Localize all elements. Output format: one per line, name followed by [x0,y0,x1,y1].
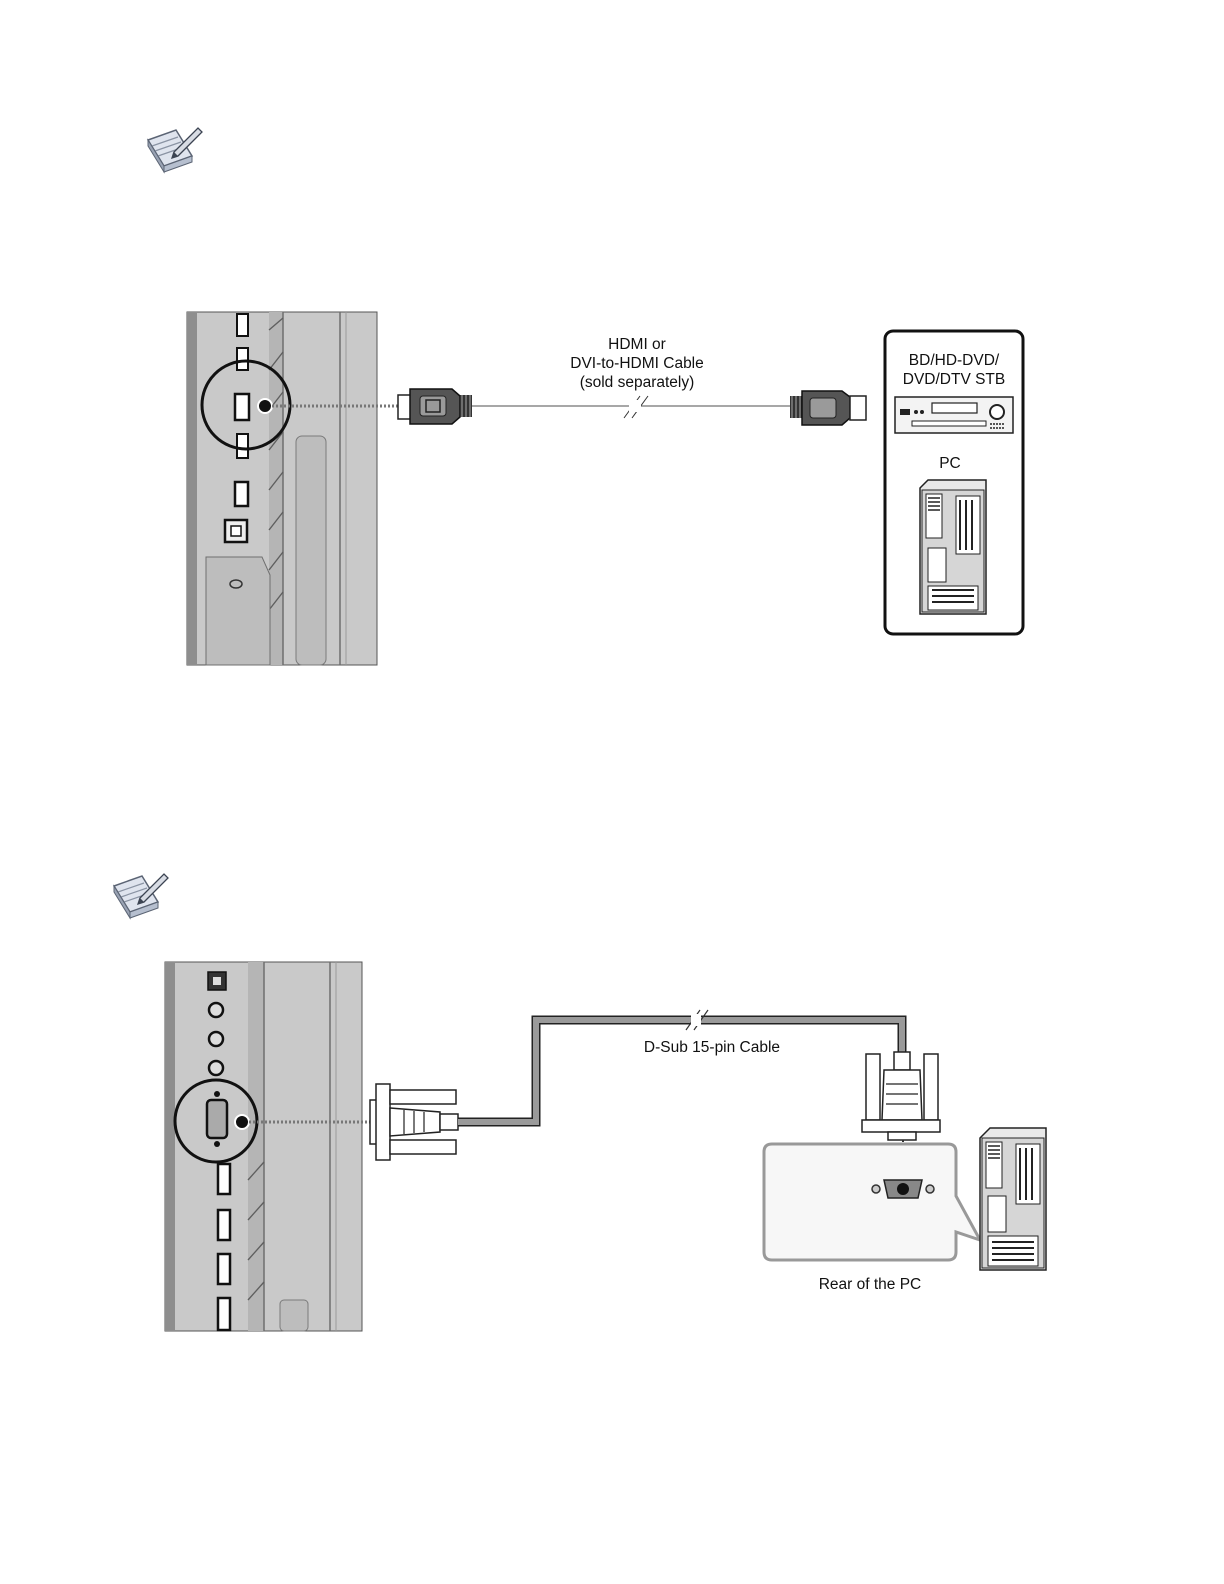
vga-plug-right [862,1052,940,1140]
pc-tower [980,1128,1046,1270]
tv-side-panel-2 [165,962,362,1331]
vga-plug-left [370,1084,458,1160]
dsub-cable-label: D-Sub 15-pin Cable [626,1038,798,1057]
dsub-cable [458,1020,902,1122]
pc-rear-panel [764,1144,980,1260]
pc-rear-label: Rear of the PC [800,1275,940,1294]
